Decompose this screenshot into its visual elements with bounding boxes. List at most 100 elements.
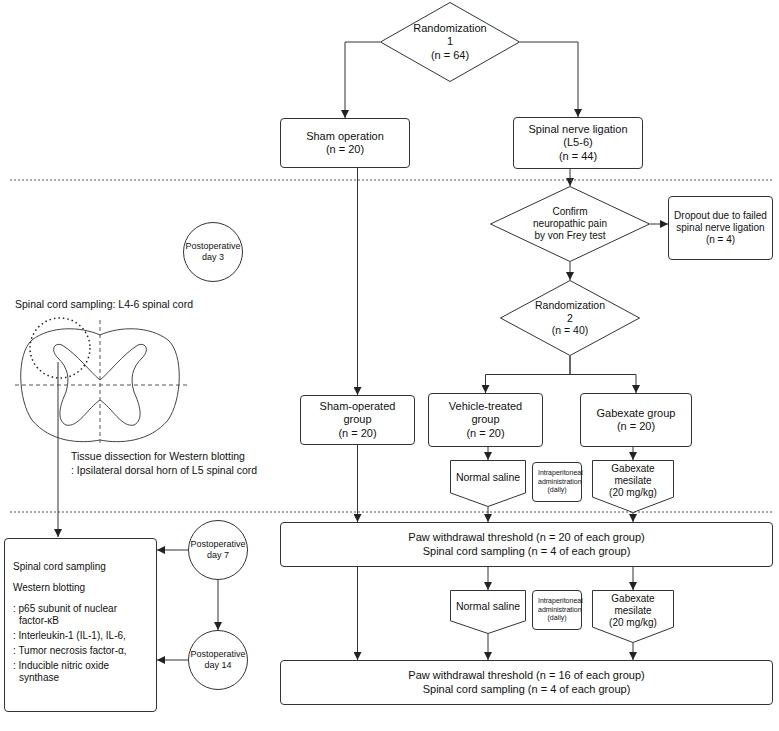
phase-separator xyxy=(10,512,772,513)
node-text: Sham operation(n = 20) xyxy=(281,127,409,159)
node-text: Confirm neuropathic pain by von Frey tes… xyxy=(527,206,613,242)
node-label: Postoperative day 14 xyxy=(190,649,246,671)
annotation-label: Spinal cord sampling: L4-6 spinal cord xyxy=(14,298,194,311)
decision-diamond: Confirm neuropathic pain by von Frey tes… xyxy=(490,186,650,262)
process-box: Intraperitoneal administration (daily) xyxy=(532,590,582,630)
shape-outline xyxy=(501,281,640,356)
phase-separator xyxy=(10,180,772,181)
node-text: Postoperative day 7 xyxy=(190,539,246,561)
process-box: Sham-operated group(n = 20) xyxy=(300,395,415,445)
treatment-pentagon: Gabexate mesilate(20 mg/kg) xyxy=(592,590,674,643)
process-box: Spinal nerve ligation (L5-6)(n = 44) xyxy=(513,117,643,169)
process-box: Paw withdrawal threshold (n = 20 of each… xyxy=(280,522,773,567)
node-label: Intraperitoneal administration (daily) xyxy=(538,597,576,622)
decision-diamond: Randomization 1(n = 64) xyxy=(380,2,520,82)
node-text: Randomization 1(n = 64) xyxy=(412,22,488,62)
flow-arrow xyxy=(570,169,571,186)
node-text: Spinal cord samplingWestern blotting: p6… xyxy=(5,539,156,693)
flow-arrow xyxy=(157,550,188,551)
flow-arrow xyxy=(357,567,358,660)
shape-outline xyxy=(189,521,248,580)
flow-arrow xyxy=(218,580,219,630)
node-text: Vehicle-treated group(n = 20) xyxy=(429,397,542,443)
node-label: Gabexate group xyxy=(586,407,686,420)
process-box: Paw withdrawal threshold (n = 16 of each… xyxy=(280,660,773,705)
shape-outline xyxy=(593,461,674,513)
process-box: Vehicle-treated group(n = 20) xyxy=(428,393,543,447)
flow-arrow xyxy=(650,224,668,225)
node-text: Postoperative day 3 xyxy=(185,241,241,263)
midline-dashed xyxy=(15,385,188,386)
annotation-label: Tissue dissection for Western blotting xyxy=(70,450,246,463)
flow-arrow xyxy=(157,660,188,661)
node-text: Dropout due to failed spinal nerve ligat… xyxy=(669,207,772,249)
sampling-arrow xyxy=(58,362,59,537)
dorsal-horn-marker xyxy=(30,318,90,378)
node-text: Paw withdrawal threshold (n = 16 of each… xyxy=(281,666,772,698)
shape-outline xyxy=(451,591,526,634)
node-text: Randomization 2(n = 40) xyxy=(532,299,608,337)
timepoint-circle: Postoperative day 3 xyxy=(183,222,243,282)
treatment-pentagon: Normal saline xyxy=(450,460,526,507)
flow-arrow xyxy=(345,42,380,118)
flow-arrow xyxy=(570,356,636,393)
flow-arrow xyxy=(357,168,358,395)
flow-arrow xyxy=(488,447,489,460)
node-detail: (20 mg/kg) xyxy=(594,617,672,629)
node-label: Spinal nerve ligation (L5-6) xyxy=(519,123,637,149)
node-detail: : p65 subunit of nuclear factor-κB xyxy=(13,603,148,627)
node-text: Gabexate mesilate(20 mg/kg) xyxy=(594,593,672,629)
process-box: Dropout due to failed spinal nerve ligat… xyxy=(668,196,773,260)
treatment-pentagon: Normal saline xyxy=(450,590,526,634)
node-detail: (n = 64) xyxy=(412,49,488,62)
flow-arrow xyxy=(633,447,634,460)
node-label: Randomization 1 xyxy=(412,22,488,48)
node-text: Sham-operated group(n = 20) xyxy=(301,397,414,443)
shape-outline xyxy=(593,591,674,643)
node-label: Gabexate mesilate xyxy=(594,593,672,617)
node-text: Spinal nerve ligation (L5-6)(n = 44) xyxy=(514,120,642,166)
node-text: Gabexate mesilate(20 mg/kg) xyxy=(594,463,672,499)
node-label: Postoperative day 7 xyxy=(190,539,246,561)
node-text: Intraperitoneal administration (daily) xyxy=(533,466,581,497)
node-label: Dropout due to failed spinal nerve ligat… xyxy=(674,210,767,234)
node-label: Sham-operated group xyxy=(306,400,409,426)
node-text: Postoperative day 14 xyxy=(190,649,246,671)
node-text: Normal saline xyxy=(452,471,524,484)
node-text: Normal saline xyxy=(452,600,524,613)
node-label: Gabexate mesilate xyxy=(594,463,672,487)
midline-dashed xyxy=(100,320,101,446)
node-label: Spinal cord sampling xyxy=(13,561,148,573)
shape-outline xyxy=(450,460,526,507)
node-label: Randomization 2 xyxy=(532,299,608,324)
node-detail: (n = 20) xyxy=(586,420,686,433)
node-label: Vehicle-treated group xyxy=(434,400,537,426)
shape-outline xyxy=(491,187,650,262)
node-detail: (n = 20) xyxy=(434,427,537,440)
node-text: Paw withdrawal threshold (n = 20 of each… xyxy=(281,528,772,560)
node-detail: (20 mg/kg) xyxy=(594,487,672,499)
flow-arrow xyxy=(488,634,489,660)
process-box: Sham operation(n = 20) xyxy=(280,118,410,168)
node-label: Sham operation xyxy=(286,130,404,143)
node-label: Paw withdrawal threshold (n = 20 of each… xyxy=(286,531,767,544)
process-box: Intraperitoneal administration (daily) xyxy=(532,462,582,502)
flow-arrow xyxy=(488,507,489,522)
node-label: Normal saline xyxy=(452,600,524,613)
node-label: Confirm neuropathic pain by von Frey tes… xyxy=(527,206,613,242)
flow-arrow xyxy=(357,445,358,522)
node-text: Gabexate group(n = 20) xyxy=(581,404,691,436)
treatment-pentagon: Gabexate mesilate(20 mg/kg) xyxy=(592,460,674,513)
node-detail: : Inducible nitric oxide synthase xyxy=(13,660,148,684)
node-detail: : Interleukin-1 (IL-1), IL-6, xyxy=(13,630,148,642)
node-detail: (n = 20) xyxy=(286,143,404,156)
flow-arrow xyxy=(520,42,578,117)
node-label: Normal saline xyxy=(452,471,524,484)
process-box: Gabexate group(n = 20) xyxy=(580,393,692,447)
node-text: Intraperitoneal administration (daily) xyxy=(533,594,581,625)
node-label: Paw withdrawal threshold (n = 16 of each… xyxy=(286,669,767,682)
node-detail: (n = 40) xyxy=(532,324,608,337)
node-label: Postoperative day 3 xyxy=(185,241,241,263)
timepoint-circle: Postoperative day 14 xyxy=(188,630,248,690)
